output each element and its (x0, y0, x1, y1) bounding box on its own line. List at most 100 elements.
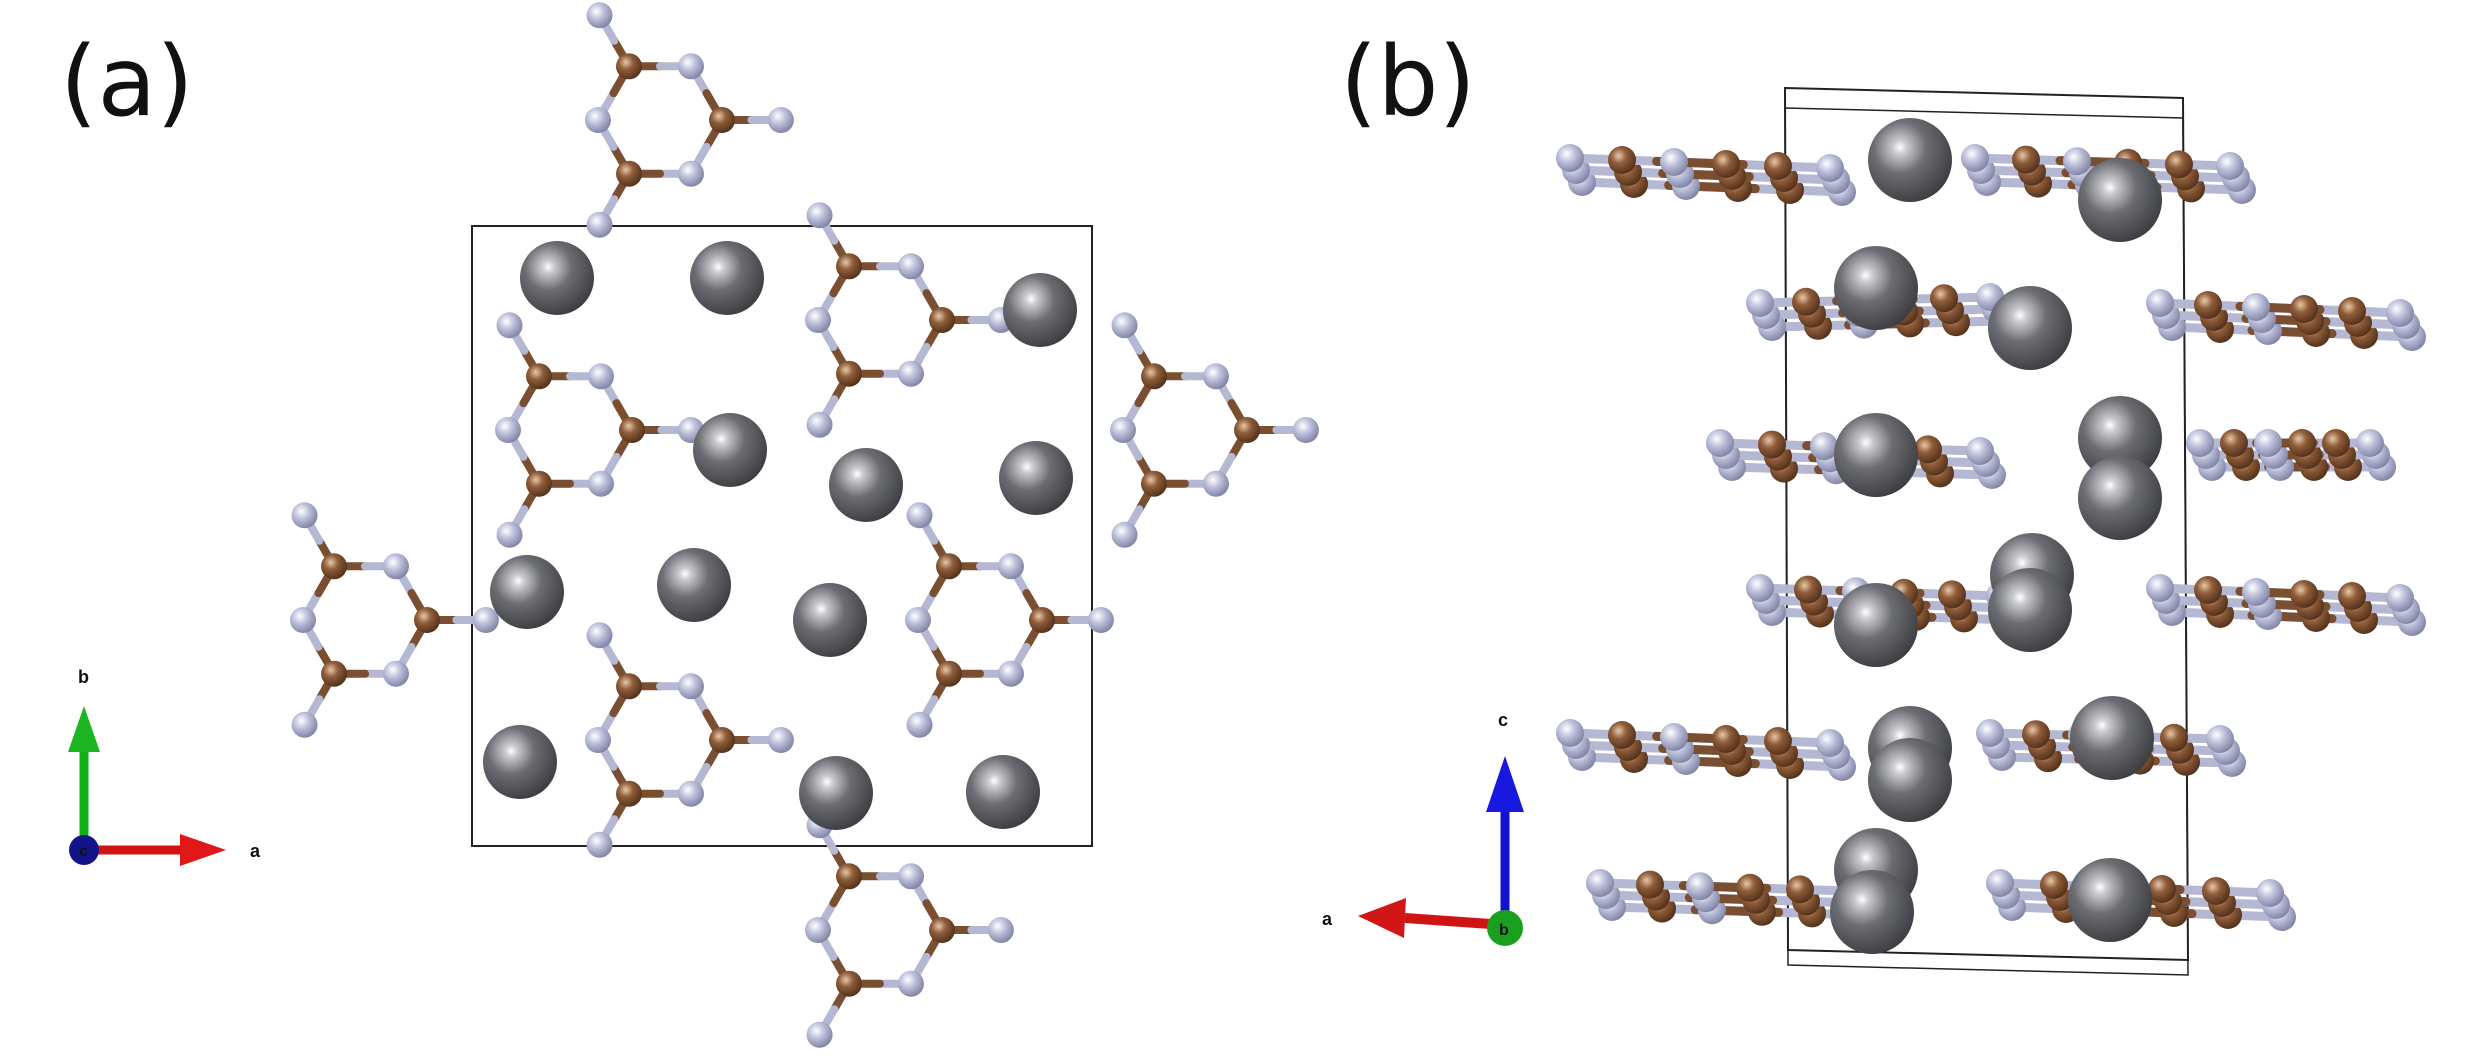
axis-c-label: c (79, 843, 88, 860)
carbon-atom (2022, 720, 2050, 749)
heavy-atom (2078, 396, 2162, 480)
heavy-atom (2068, 858, 2152, 942)
carbon-atom (2165, 150, 2193, 179)
nitrogen-atom (1746, 289, 1774, 317)
carbon-atom (1914, 435, 1942, 464)
panel-b: (b) c a b (1322, 26, 2426, 976)
nitrogen-atom (1961, 144, 1989, 172)
nitrogen-atom (2256, 879, 2284, 907)
nitrogen-atom (1110, 417, 1136, 443)
heavy-atom (2070, 696, 2154, 780)
carbon-atom (1141, 470, 1167, 497)
molecule-stack (1556, 144, 1856, 206)
molecule-stack (2146, 289, 2426, 351)
carbon-atom (1786, 875, 1814, 904)
axis-a-label: a (250, 841, 261, 861)
heavy-atoms-a (483, 241, 1077, 830)
heavy-atom (2078, 158, 2162, 242)
molecule-stack (2186, 429, 2396, 481)
nitrogen-atom (1976, 719, 2004, 747)
nitrogen-atom (998, 553, 1024, 580)
heavy-atom (1988, 286, 2072, 370)
nitrogen-atom (767, 727, 794, 753)
carbon-atom (526, 470, 552, 497)
carbon-atom (414, 607, 440, 633)
nitrogen-atom (1586, 869, 1614, 897)
carbon-atom (2148, 875, 2176, 903)
nitrogen-atom (1111, 521, 1138, 548)
axis-c-origin (69, 835, 99, 865)
nitrogen-atom (383, 660, 409, 687)
heavy-atom (1868, 738, 1952, 822)
carbon-atom (2290, 295, 2318, 323)
carbon-atom (619, 417, 645, 443)
heavy-atom (1003, 273, 1077, 347)
carbon-atom (836, 360, 862, 387)
carbon-atom (2322, 429, 2350, 457)
nitrogen-atom (805, 307, 831, 333)
carbon-atom (1938, 580, 1966, 609)
heavy-atom (1834, 583, 1918, 667)
heavy-atom (1834, 246, 1918, 330)
carbon-atom (1764, 727, 1792, 755)
nitrogen-atom (1686, 872, 1714, 901)
carbon-atom (321, 553, 347, 580)
carbon-atom (616, 160, 642, 187)
axis-a-arrow-b (1358, 898, 1406, 938)
carbon-atom (929, 917, 955, 943)
nitrogen-atom (1746, 574, 1774, 602)
carbon-atom (2194, 291, 2222, 319)
unit-cell-b (1783, 86, 2190, 976)
carbon-atom (526, 363, 552, 390)
nitrogen-atom (2356, 429, 2384, 457)
panel-a-label: (a) (60, 26, 194, 138)
carbon-atom (616, 53, 642, 80)
axis-triad-a: b a c (68, 667, 261, 866)
heavy-atom (690, 241, 764, 315)
nitrogen-atom (2386, 299, 2414, 327)
heavy-atom (520, 241, 594, 315)
carbon-atom (2202, 877, 2230, 905)
carbon-atom (616, 673, 642, 700)
nitrogen-atom (586, 831, 613, 858)
nitrogen-atom (2146, 574, 2174, 602)
nitrogen-atom (806, 411, 833, 438)
nitrogen-atom (586, 622, 613, 649)
nitrogen-atom (1292, 417, 1319, 443)
nitrogen-atom (905, 607, 931, 633)
molecule (585, 2, 794, 238)
heavy-atom (490, 555, 564, 629)
molecule (290, 502, 499, 738)
axis-c-arrow (1486, 756, 1524, 812)
nitrogen-atom (496, 521, 523, 548)
axis-a-arrow (180, 834, 226, 866)
nitrogen-atom (2146, 289, 2174, 317)
nitrogen-atom (585, 727, 611, 753)
nitrogen-atom (588, 363, 614, 390)
nitrogen-atom (906, 502, 933, 529)
carbon-atom (2338, 582, 2366, 610)
nitrogen-atom (495, 417, 521, 443)
nitrogen-atom (998, 660, 1024, 687)
carbon-atom (1608, 721, 1636, 749)
carbon-atom (2012, 145, 2040, 174)
panel-a: (a) b a c (60, 2, 1319, 1048)
axis-c-label-b: c (1498, 710, 1508, 730)
carbon-atom (1758, 430, 1786, 459)
nitrogen-atom (2386, 584, 2414, 612)
nitrogen-atom (898, 360, 924, 387)
molecule (1110, 312, 1319, 548)
axis-b-label: b (78, 667, 89, 687)
molecule (905, 502, 1114, 738)
panel-b-label: (b) (1340, 26, 1476, 138)
nitrogen-atom (1966, 437, 1994, 465)
nitrogen-atom (383, 553, 409, 580)
heavy-atom (1868, 118, 1952, 202)
heavy-atom (657, 548, 731, 622)
axis-b-arrow (68, 706, 100, 752)
nitrogen-atom (1706, 429, 1734, 457)
heavy-atom (966, 755, 1040, 829)
axis-a-label-b: a (1322, 909, 1333, 929)
axis-triad-b: c a b (1322, 710, 1524, 946)
